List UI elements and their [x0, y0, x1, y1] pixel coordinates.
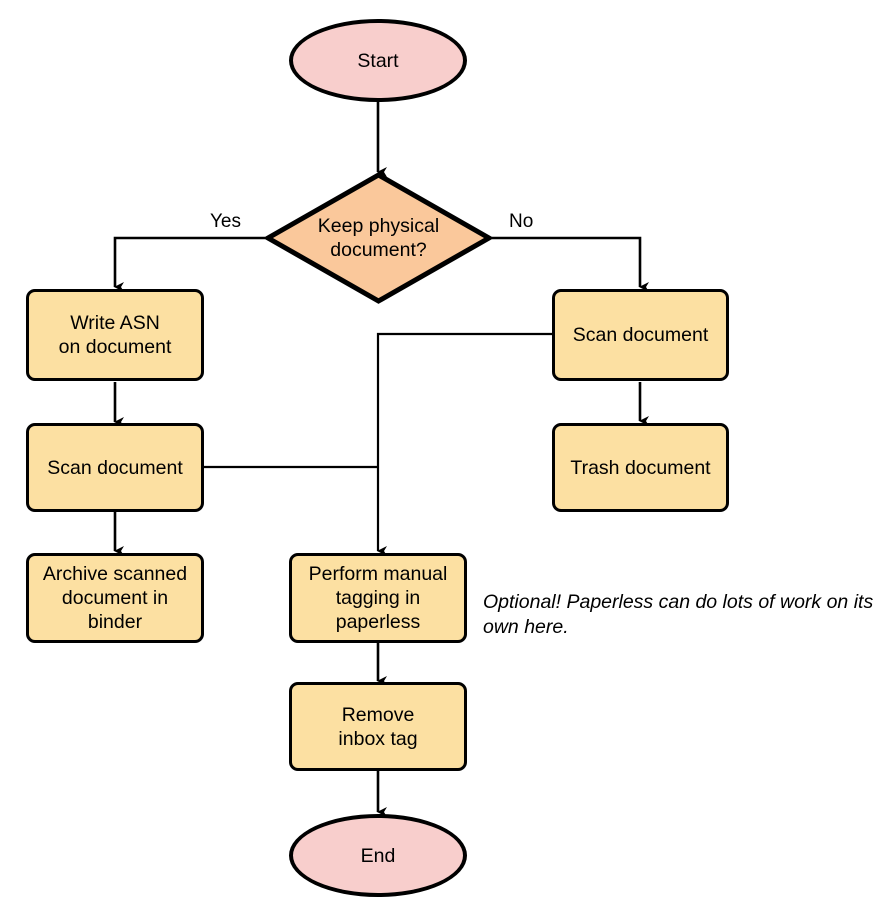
node-end-label: End: [360, 844, 396, 867]
node-perform-manual-tagging[interactable]: Perform manual tagging in paperless: [289, 553, 467, 643]
edge-label-yes: Yes: [210, 211, 241, 232]
node-trash-document[interactable]: Trash document: [552, 423, 729, 512]
node-trash-document-label: Trash document: [570, 456, 711, 479]
node-start[interactable]: Start: [289, 19, 467, 102]
node-archive-scanned-document[interactable]: Archive scanned document in binder: [26, 553, 204, 643]
node-remove-inbox-tag[interactable]: Remove inbox tag: [289, 682, 467, 771]
node-archive-scanned-document-label: Archive scanned document in binder: [42, 563, 188, 633]
node-scan-document-left-label: Scan document: [47, 456, 183, 479]
node-keep-physical-document-label: Keep physical document?: [317, 215, 440, 261]
node-start-label: Start: [357, 49, 399, 72]
node-scan-document-left[interactable]: Scan document: [26, 423, 204, 512]
node-keep-physical-document[interactable]: Keep physical document?: [265, 172, 492, 304]
annotation-optional-note: Optional! Paperless can do lots of work …: [483, 591, 874, 638]
decision-diamond-shape: [265, 172, 492, 304]
node-remove-inbox-tag-label: Remove inbox tag: [338, 703, 418, 750]
edge-label-no: No: [509, 211, 534, 232]
node-write-asn-on-document-label: Write ASN on document: [58, 312, 172, 358]
node-perform-manual-tagging-label: Perform manual tagging in paperless: [308, 563, 448, 633]
node-end[interactable]: End: [289, 814, 467, 897]
edge-decision-no: [492, 236, 649, 292]
edge-scanright-to-tagging: [376, 332, 552, 556]
node-write-asn-on-document[interactable]: Write ASN on document: [26, 289, 204, 381]
node-scan-document-right-label: Scan document: [572, 324, 709, 346]
edge-decision-yes: [113, 233, 274, 292]
node-scan-document-right[interactable]: Scan document: [552, 289, 729, 381]
